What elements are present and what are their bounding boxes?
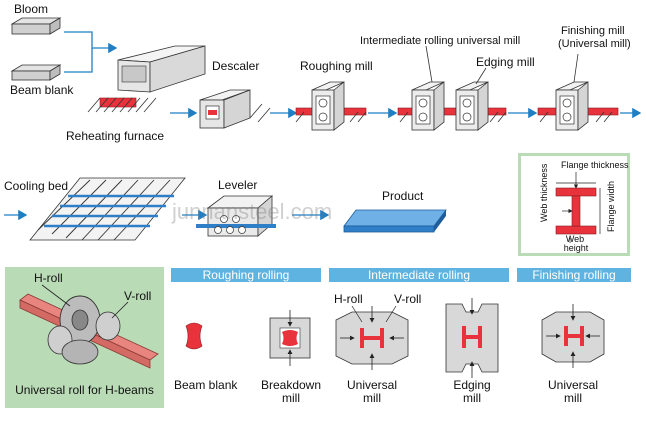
leveler (196, 195, 276, 237)
intermediate-mill-label: Intermediate rolling universal mill (360, 35, 521, 47)
reheating-furnace-label: Reheating furnace (66, 129, 165, 143)
section-v-roll-label: V-roll (394, 292, 422, 306)
edging-leader (475, 67, 487, 85)
v-roll-label: V-roll (124, 289, 152, 303)
flange-width-label: Flange width (606, 180, 616, 232)
edging-mill-section-sublabel: mill (463, 391, 481, 405)
product-label: Product (382, 189, 424, 203)
finishing-universal-mill-sublabel: mill (564, 391, 582, 405)
breakdown-mill-sublabel: mill (282, 391, 300, 405)
product-beam (343, 209, 447, 233)
feed-arrow-blank (64, 48, 93, 73)
flange-thickness-label: Flange thickness (561, 160, 629, 170)
h-section-dimension-drawing (555, 172, 601, 243)
beam-blank-label: Beam blank (10, 83, 74, 97)
web-thickness-label: Web thickness (539, 163, 549, 222)
edging-mill-section (445, 298, 499, 378)
universal-mill-label: Universal (346, 378, 397, 392)
universal-roll-illustration (19, 284, 159, 369)
finishing-mill-label: Finishing mill (561, 25, 625, 37)
finishing-universal-mill-section (541, 304, 605, 368)
descaler-label: Descaler (212, 59, 260, 73)
descaler (199, 89, 271, 129)
reheating-furnace (87, 45, 206, 113)
bloom-label: Bloom (14, 2, 49, 16)
beam-blank-section (185, 322, 203, 350)
finishing-mill (537, 53, 619, 131)
roughing-mill (295, 81, 367, 131)
finishing-mill-sublabel: (Universal mill) (558, 38, 631, 50)
cooling-bed-label: Cooling bed (4, 179, 69, 193)
beam-blank-section-label: Beam blank (174, 378, 238, 392)
roughing-mill-label: Roughing mill (300, 59, 373, 73)
bloom-billet (10, 17, 62, 35)
finishing-universal-mill-label: Universal (547, 378, 598, 392)
edging-mill-section-label: Edging (453, 378, 491, 392)
finishing-rolling-band: Finishing rolling (517, 268, 631, 282)
intermediate-rolling-band: Intermediate rolling (329, 268, 509, 282)
cooling-bed (29, 177, 186, 241)
beam-blank-billet (10, 64, 62, 81)
feed-arrow-bloom (64, 31, 118, 54)
edging-mill (399, 81, 507, 131)
section-h-roll-label: H-roll (334, 292, 363, 306)
intermediate-leader (425, 45, 433, 83)
web-height-label: Web (565, 234, 585, 244)
intermediate-mill (397, 81, 507, 131)
universal-mill-section (335, 305, 409, 370)
watermark: junnansteel.com (172, 199, 333, 224)
h-roll-label: H-roll (34, 271, 63, 285)
universal-roll-caption: Universal roll for H-beams (15, 383, 154, 397)
universal-mill-sublabel: mill (363, 391, 381, 405)
leveler-label: Leveler (218, 178, 258, 192)
breakdown-mill-section (269, 310, 311, 366)
roughing-rolling-band: Roughing rolling (171, 268, 321, 282)
web-height-sublabel: height (563, 243, 589, 253)
edging-mill-label: Edging mill (476, 55, 535, 69)
breakdown-mill-label: Breakdown (260, 378, 322, 392)
